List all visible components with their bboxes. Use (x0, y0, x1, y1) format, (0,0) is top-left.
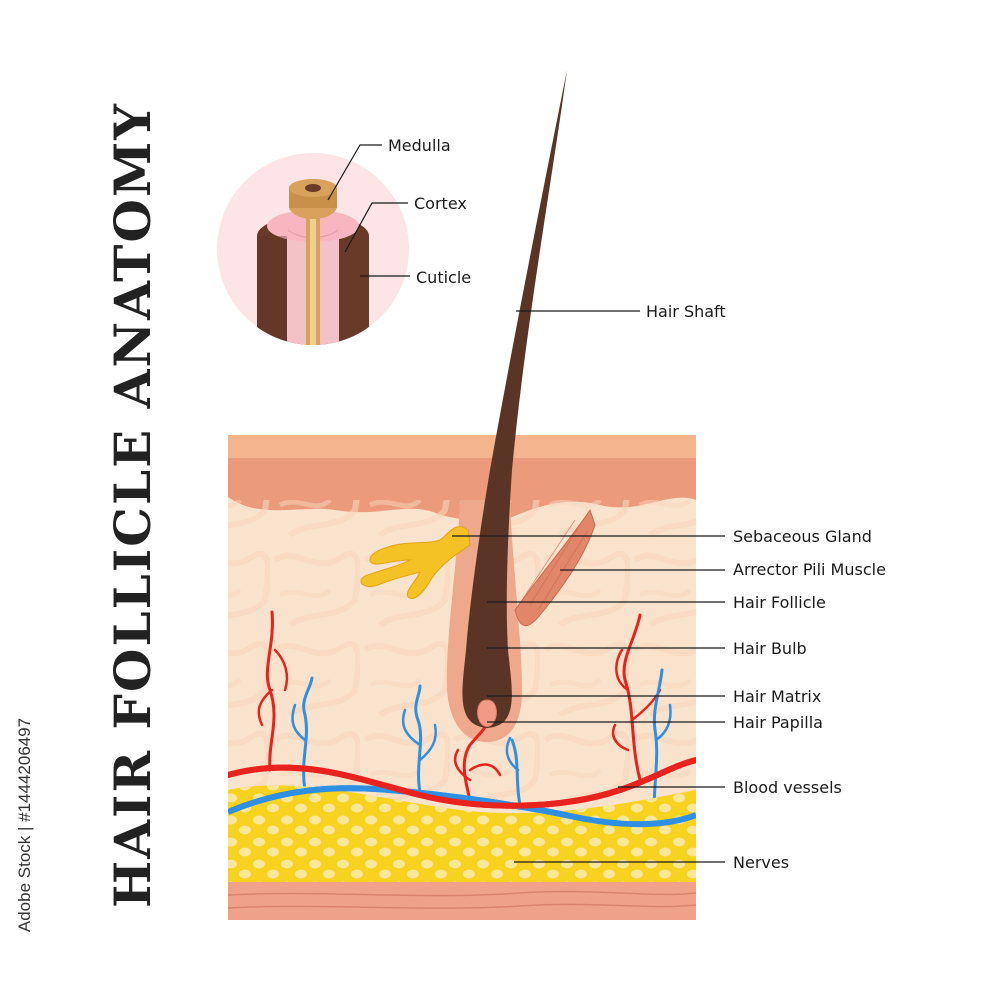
fascia-lines (228, 890, 696, 909)
leader-cortex (344, 202, 408, 253)
label-hair-matrix: Hair Matrix (733, 687, 822, 706)
sebaceous-gland (360, 526, 471, 599)
skin-cross-section (228, 435, 696, 920)
main-vein (228, 785, 696, 828)
label-cortex: Cortex (414, 194, 467, 213)
hair-papilla (477, 699, 497, 727)
fat-cells (228, 785, 696, 882)
label-hair-shaft: Hair Shaft (646, 302, 726, 321)
label-hair-follicle: Hair Follicle (733, 593, 826, 612)
label-nerves: Nerves (733, 853, 790, 872)
label-hair-papilla: Hair Papilla (733, 713, 823, 732)
label-medulla: Medulla (388, 136, 451, 155)
leader-medulla (327, 144, 382, 201)
hair-shaft (462, 70, 567, 728)
label-hair-bulb: Hair Bulb (733, 639, 807, 658)
leader-lines (327, 144, 725, 863)
label-blood-vessels: Blood vessels (733, 778, 842, 797)
hair-cross-section-inset (217, 153, 409, 345)
main-artery (228, 757, 696, 809)
fascia-layer (228, 882, 696, 920)
label-arrector-pili-muscle: Arrector Pili Muscle (733, 560, 886, 579)
epidermis-top-layer (228, 435, 696, 458)
label-sebaceous-gland: Sebaceous Gland (733, 527, 872, 546)
label-cuticle: Cuticle (416, 268, 472, 287)
